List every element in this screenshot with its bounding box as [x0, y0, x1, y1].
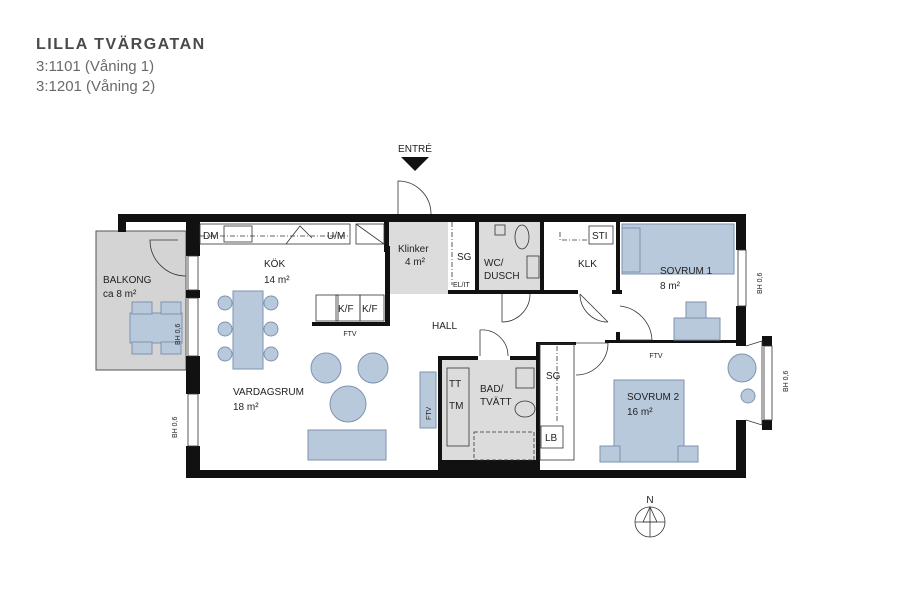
room-area-vardagsrum: 18 m² [233, 402, 259, 413]
elit-label: EL/IT [453, 282, 470, 289]
window-height-label-3: BH 0,6 [757, 272, 764, 294]
ftv-label-living: FTV [426, 406, 433, 420]
room-name-vardagsrum: VARDAGSRUM [233, 387, 304, 398]
doors [149, 180, 653, 376]
room-name-klinker: Klinker [398, 244, 429, 255]
sti-label: STI [592, 231, 608, 242]
room-name-bad-1: BAD/ [480, 384, 504, 395]
entrance-arrow-icon [401, 157, 429, 171]
dining-table [217, 290, 279, 370]
room-name-bad-2: TVÄTT [480, 396, 512, 408]
klinker-floor [388, 222, 448, 294]
entrance-label: ENTRÉ [398, 142, 432, 155]
unit-label-2: 3:1201 (Våning 2) [36, 78, 156, 95]
ftv-label-kitchen: FTV [343, 331, 357, 338]
room-name-sovrum2: SOVRUM 2 [627, 392, 680, 403]
room-name-hall: HALL [432, 321, 457, 332]
ftv-label-bedroom: FTV [649, 353, 663, 360]
wardrobe-label-1: SG [457, 252, 472, 263]
fridge-label-2: K/F [362, 304, 378, 315]
room-area-kok: 14 m² [264, 275, 290, 286]
room-name-wc-1: WC/ [484, 258, 504, 269]
window-height-label-2: BH 0,6 [172, 416, 179, 438]
washer-label: TM [449, 401, 463, 412]
compass-icon [634, 506, 666, 538]
fridge-label-1: K/F [338, 304, 354, 315]
room-area-balkong: ca 8 m² [103, 289, 137, 300]
room-name-wc-2: DUSCH [484, 271, 520, 282]
dryer-label: TT [449, 379, 461, 390]
room-area-sovrum2: 16 m² [627, 407, 653, 418]
kitchen-counter [199, 223, 385, 322]
project-title: LILLA TVÄRGATAN [36, 36, 206, 53]
bath-floor [442, 360, 536, 462]
outer-walls [118, 214, 772, 478]
room-area-sovrum1: 8 m² [660, 281, 681, 292]
bath-fixtures [446, 222, 614, 461]
windows [187, 249, 773, 447]
bedroom1-furniture [621, 223, 735, 341]
room-name-sovrum1: SOVRUM 1 [660, 266, 713, 277]
room-name-kok: KÖK [264, 258, 285, 270]
window-height-label-1: BH 0,6 [175, 323, 182, 345]
compass-north-label: N [646, 495, 653, 506]
living-furniture [307, 352, 437, 461]
room-area-klinker: 4 m² [405, 257, 426, 268]
bedroom2-furniture [599, 353, 757, 463]
window-height-label-4: BH 0,6 [783, 370, 790, 392]
room-name-balkong: BALKONG [103, 275, 152, 286]
microwave-label: U/M [327, 231, 345, 242]
interior-walls [312, 222, 736, 470]
balcony-furniture [129, 301, 183, 355]
linen-cabinet-label: LB [545, 433, 558, 444]
wardrobe-label-2: SG [546, 371, 561, 382]
dishwasher-label: DM [203, 231, 219, 242]
room-name-klk: KLK [578, 259, 597, 270]
unit-label-1: 3:1101 (Våning 1) [36, 58, 155, 75]
